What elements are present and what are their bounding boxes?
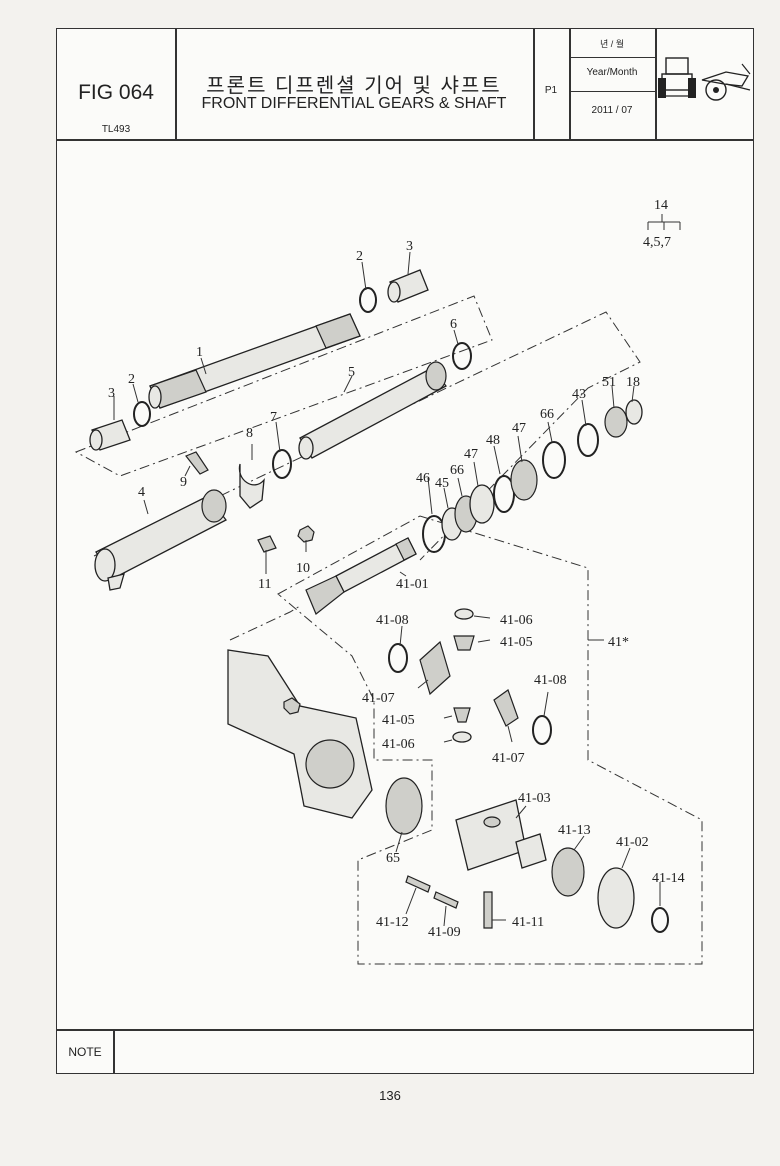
washer-41-06-bottom [452, 731, 472, 743]
label-part-41-03: 41-03 [518, 791, 551, 806]
label-part-2-right: 2 [356, 249, 363, 264]
label-part-6: 6 [450, 317, 457, 332]
title-korean: 프론트 디프렌셜 기어 및 샤프트 [206, 75, 502, 97]
label-part-41-05-bottom: 41-05 [382, 713, 415, 728]
label-part-11: 11 [258, 577, 271, 592]
kit-bracket [647, 214, 681, 230]
bearing-65 [385, 777, 423, 835]
label-part-41-06-top: 41-06 [500, 613, 533, 628]
label-part-41-14: 41-14 [652, 871, 685, 886]
clamp-8 [238, 463, 265, 509]
differential-group-outline [277, 515, 703, 965]
tube-5 [299, 367, 447, 459]
year-month-value: 2011 / 07 [591, 105, 633, 116]
label-part-3-left: 3 [108, 386, 115, 401]
drawing-frame: FIG 064 TL493 프론트 디프렌셜 기어 및 샤프트 FRONT DI… [56, 28, 754, 1074]
label-part-5: 5 [348, 365, 355, 380]
o-ring-6 [452, 342, 472, 370]
label-part-2-left: 2 [128, 372, 135, 387]
bolt-9 [185, 451, 209, 475]
pin-41-12 [405, 875, 431, 893]
label-part-8: 8 [246, 426, 253, 441]
label-part-41-08-left: 41-08 [376, 613, 409, 628]
label-part-41-08-right: 41-08 [534, 673, 567, 688]
title-english: FRONT DIFFERENTIAL GEARS & SHAFT [201, 95, 507, 112]
label-part-41-07-left: 41-07 [362, 691, 395, 706]
label-part-65: 65 [386, 851, 400, 866]
diff-case-41-03 [455, 799, 547, 871]
seal-66-right [542, 441, 566, 479]
label-part-41-13: 41-13 [558, 823, 591, 838]
label-part-48: 48 [486, 433, 500, 448]
label-part-41-11: 41-11 [512, 915, 544, 930]
pinion-41-05-top [453, 635, 475, 651]
pin-41-11 [483, 891, 493, 929]
label-part-41-09: 41-09 [428, 925, 461, 940]
label-part-66-right: 66 [540, 407, 554, 422]
label-part-66-left: 66 [450, 463, 464, 478]
pin-41-09 [433, 891, 459, 909]
side-gear-41-07-right [493, 689, 519, 727]
pinion-shaft-41-01 [305, 537, 417, 615]
nut-51 [604, 406, 628, 438]
side-gear-41-07-left [419, 640, 451, 696]
label-part-41-01: 41-01 [396, 577, 429, 592]
label-part-9: 9 [180, 475, 187, 490]
axle-housing-fragment [227, 649, 373, 819]
label-part-47-right: 47 [512, 421, 526, 436]
circlip-2-right [359, 287, 377, 313]
thrust-washer-41-08-left [388, 643, 408, 673]
year-month-korean: 년 / 월 [599, 39, 625, 49]
ring-gear-41-02 [597, 867, 635, 929]
page-number: 136 [379, 1088, 401, 1103]
circlip-43 [577, 423, 599, 457]
washer-41-06-top [454, 608, 474, 620]
label-part-47-left: 47 [464, 447, 478, 462]
washer-18 [625, 399, 643, 425]
label-part-43: 43 [572, 387, 586, 402]
front-drive-shaft-1 [148, 313, 361, 409]
thrust-washer-41-08-right [532, 715, 552, 745]
bearing-47-right [510, 459, 538, 501]
label-part-18: 18 [626, 375, 640, 390]
housing-link-line [229, 605, 301, 641]
o-ring-7 [272, 449, 292, 479]
pipe-4 [94, 489, 227, 591]
page-label: P1 [544, 85, 558, 96]
bearing-41-13 [551, 847, 585, 897]
kit-number: 14 [654, 198, 668, 213]
spacer-48 [493, 475, 515, 513]
label-part-3-right: 3 [406, 239, 413, 254]
circlip-41-14 [651, 907, 669, 933]
model-code: TL493 [101, 124, 131, 135]
nut-10 [297, 525, 315, 543]
kit-contents: 4,5,7 [643, 235, 671, 250]
label-part-4: 4 [138, 485, 145, 500]
pinion-41-05-bottom [453, 707, 471, 723]
figure-code: FIG 064 [78, 81, 154, 104]
label-part-7: 7 [270, 410, 277, 425]
note-label: NOTE [68, 1045, 102, 1059]
label-part-45: 45 [435, 476, 449, 491]
front-axle-icon [701, 63, 751, 101]
bearing-47-left [469, 484, 495, 524]
label-part-51: 51 [602, 375, 616, 390]
label-part-46: 46 [416, 471, 430, 486]
housing-group-outline [93, 311, 641, 561]
label-part-10: 10 [296, 561, 310, 576]
shaft-group-outline [74, 295, 493, 477]
label-part-41: 41* [608, 635, 629, 650]
label-part-41-05-top: 41-05 [500, 635, 533, 650]
tractor-front-icon [658, 57, 696, 98]
circlip-2-left [133, 401, 151, 427]
bolt-11 [257, 535, 277, 553]
label-part-41-07-right: 41-07 [492, 751, 525, 766]
label-part-1: 1 [196, 345, 203, 360]
label-part-41-12: 41-12 [376, 915, 409, 930]
label-part-41-06-bottom: 41-06 [382, 737, 415, 752]
year-month-label: Year/Month [586, 67, 638, 78]
label-part-41-02: 41-02 [616, 835, 649, 850]
